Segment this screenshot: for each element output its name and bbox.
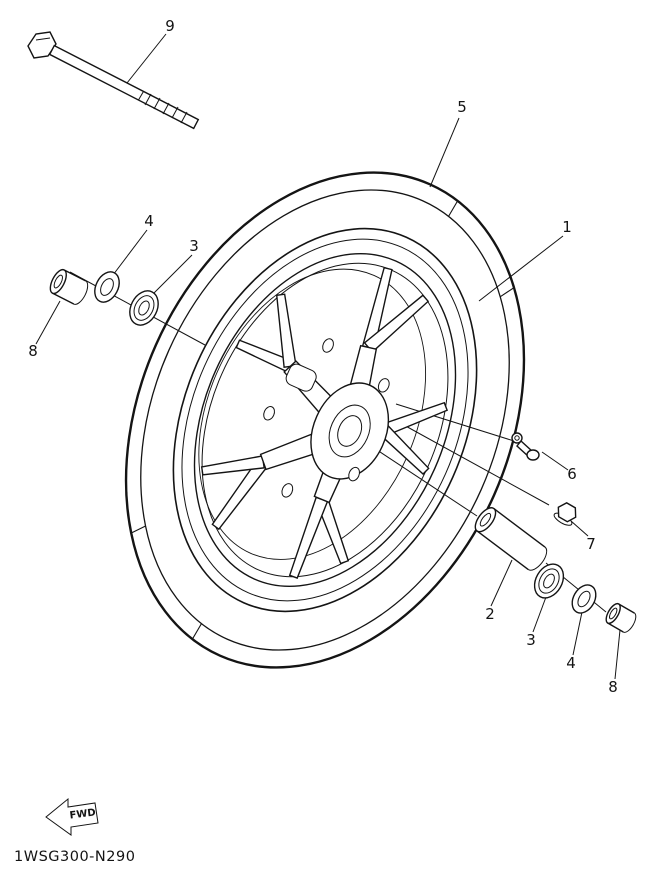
leader-7 <box>570 520 589 537</box>
callout-7: 7 <box>586 535 596 553</box>
callout-9: 9 <box>165 17 175 35</box>
wheel-hub <box>263 338 390 498</box>
collar-bore <box>53 274 63 289</box>
bearing-bore <box>138 300 150 316</box>
leader-4-top <box>112 229 148 276</box>
tire-sipes <box>131 200 515 640</box>
hub-bolt-hole <box>281 483 294 498</box>
thread-line <box>137 91 145 101</box>
thread-line <box>171 106 179 119</box>
valve-base <box>526 449 540 461</box>
wheel-spoke <box>363 294 430 353</box>
spacer-bore <box>479 512 492 527</box>
leader-2 <box>490 559 513 607</box>
leader-8-bottom <box>614 629 621 680</box>
hub-detail-plate <box>285 363 317 392</box>
thread-line <box>153 97 161 110</box>
callout-2: 2 <box>485 605 495 623</box>
collar-bottom <box>605 602 637 633</box>
tire-sipe <box>191 623 203 640</box>
leader-8-top <box>35 300 61 345</box>
callout-6: 6 <box>567 465 577 483</box>
axle-hole <box>337 415 363 447</box>
thread-line <box>162 102 170 115</box>
leader-5 <box>429 117 460 188</box>
tire-outer <box>124 171 526 669</box>
hub-bolt-hole <box>348 466 360 482</box>
spacer-body <box>477 508 545 570</box>
tire-sipe <box>447 200 459 217</box>
bolt-threads <box>137 91 188 124</box>
valve-stem <box>511 432 540 461</box>
rim-flange <box>181 238 469 602</box>
tire-sipe <box>500 287 515 298</box>
fwd-marker: FWD <box>45 797 99 836</box>
bolt-head-facet <box>35 37 51 41</box>
part-number: 1WSG300-N290 <box>14 849 135 865</box>
seal-bottom <box>571 584 597 614</box>
leader-lines <box>35 33 621 680</box>
axle-axis-lower <box>373 447 478 517</box>
seal-bore <box>577 590 591 608</box>
callout-4-bottom: 4 <box>566 654 576 672</box>
rim-outer <box>172 227 478 613</box>
rim-well <box>193 253 457 587</box>
thread-line <box>180 111 188 124</box>
wheel-spoke <box>200 455 265 476</box>
front-wheel <box>124 171 526 669</box>
nut-hex <box>557 502 577 523</box>
spacer-edge <box>493 508 546 548</box>
wheel-spoke <box>288 496 329 579</box>
leader-3-bottom <box>532 596 547 633</box>
leader-9 <box>126 33 167 84</box>
hub-bolt-hole <box>263 406 275 421</box>
hub-line-to-valve <box>395 403 515 442</box>
leader-3-top <box>150 254 193 297</box>
collar-edge <box>607 622 624 633</box>
axle-spacer <box>474 507 548 571</box>
callout-5: 5 <box>457 98 467 116</box>
leader-1 <box>478 235 564 302</box>
axle-bolt <box>27 31 200 130</box>
tire-sipe <box>131 525 146 534</box>
leader-4-bottom <box>572 611 583 656</box>
hub-bolt-hole <box>322 338 334 353</box>
collar-edge <box>52 292 75 305</box>
bolt-shaft <box>48 44 200 130</box>
callouts: 9 5 1 4 3 8 6 7 2 3 4 8 <box>28 17 618 696</box>
thread-line <box>144 93 152 106</box>
leader-6 <box>541 451 569 471</box>
collar-edge <box>63 269 86 282</box>
collar-body <box>607 603 635 633</box>
valve-cap-detail <box>514 435 520 441</box>
callout-1: 1 <box>562 218 572 236</box>
fwd-label: FWD <box>69 807 96 821</box>
spacer-edge <box>476 530 529 570</box>
collar-bore <box>609 607 618 620</box>
hub-line-to-nut <box>401 423 550 506</box>
bearing-top <box>129 290 159 326</box>
hub-bolt-hole <box>377 378 390 393</box>
collar-edge <box>618 603 635 614</box>
callout-8-top: 8 <box>28 342 38 360</box>
callout-3-bottom: 3 <box>526 631 536 649</box>
seal-top <box>94 271 120 303</box>
seal-bore <box>100 278 114 296</box>
callout-8-bottom: 8 <box>608 678 618 696</box>
bearing-bottom <box>533 563 565 599</box>
collar-top <box>49 268 89 305</box>
bearing-bore <box>543 573 555 589</box>
fwd-arrow-icon <box>45 797 99 836</box>
callout-4-top: 4 <box>144 212 154 230</box>
axle-nut <box>553 502 577 526</box>
tire-sidewall <box>140 189 510 651</box>
callout-3-top: 3 <box>189 237 199 255</box>
wheel-spoke <box>275 293 297 369</box>
